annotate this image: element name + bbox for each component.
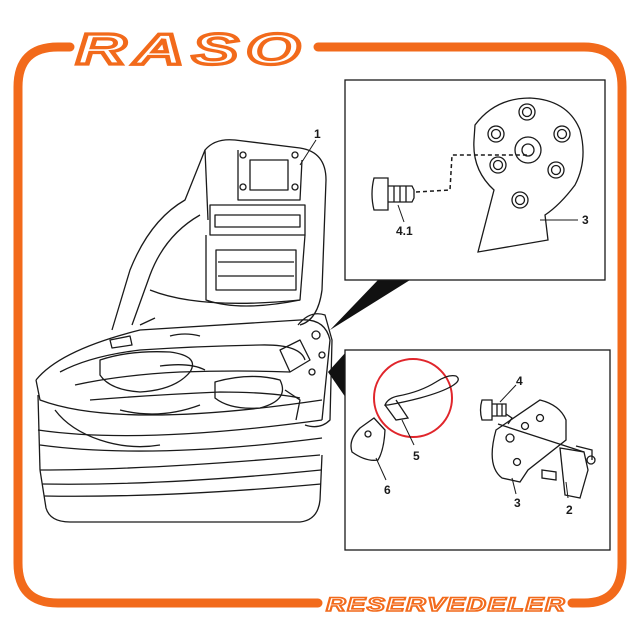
callout-plate-bottom: 3 — [514, 496, 521, 510]
plate-3-top-drawing — [473, 97, 584, 253]
zoom-wedge-bottom — [328, 352, 346, 398]
lever-5-drawing — [384, 374, 459, 421]
callout-bracket: 2 — [566, 503, 573, 517]
callout-plate-top: 3 — [582, 213, 589, 227]
brand-logo: RASO — [76, 25, 308, 74]
leader-line-bolt-4-1 — [397, 204, 405, 223]
bracket-2-drawing — [541, 445, 596, 499]
leader-line-plate-bottom — [511, 477, 517, 495]
callout-seat: 1 — [314, 127, 321, 141]
leader-line-cover — [375, 457, 387, 481]
callout-bolt-4: 4 — [516, 374, 523, 388]
zoom-wedge-top — [330, 280, 410, 330]
cover-6-drawing — [350, 417, 386, 461]
bolt-4-drawing — [479, 399, 507, 421]
plate-3-bottom-drawing — [491, 399, 585, 483]
detail-box-bottom — [344, 349, 611, 551]
leader-line-lever — [401, 419, 415, 446]
brand-tagline: RESERVEDELER — [326, 595, 566, 616]
callout-lever: 5 — [413, 449, 420, 463]
leader-line-seat — [299, 139, 317, 166]
bolt-4-1-drawing — [371, 177, 415, 211]
assembly-dashed-line-top — [415, 154, 530, 193]
seat-assembly-drawing — [35, 139, 333, 523]
brand-frame — [13, 42, 627, 608]
callout-bolt-4-1: 4.1 — [396, 224, 413, 238]
callout-cover: 6 — [384, 483, 391, 497]
leader-line-bracket — [565, 481, 569, 499]
leader-line-bolt-4 — [499, 384, 517, 403]
highlight-circle-lever — [373, 358, 453, 438]
